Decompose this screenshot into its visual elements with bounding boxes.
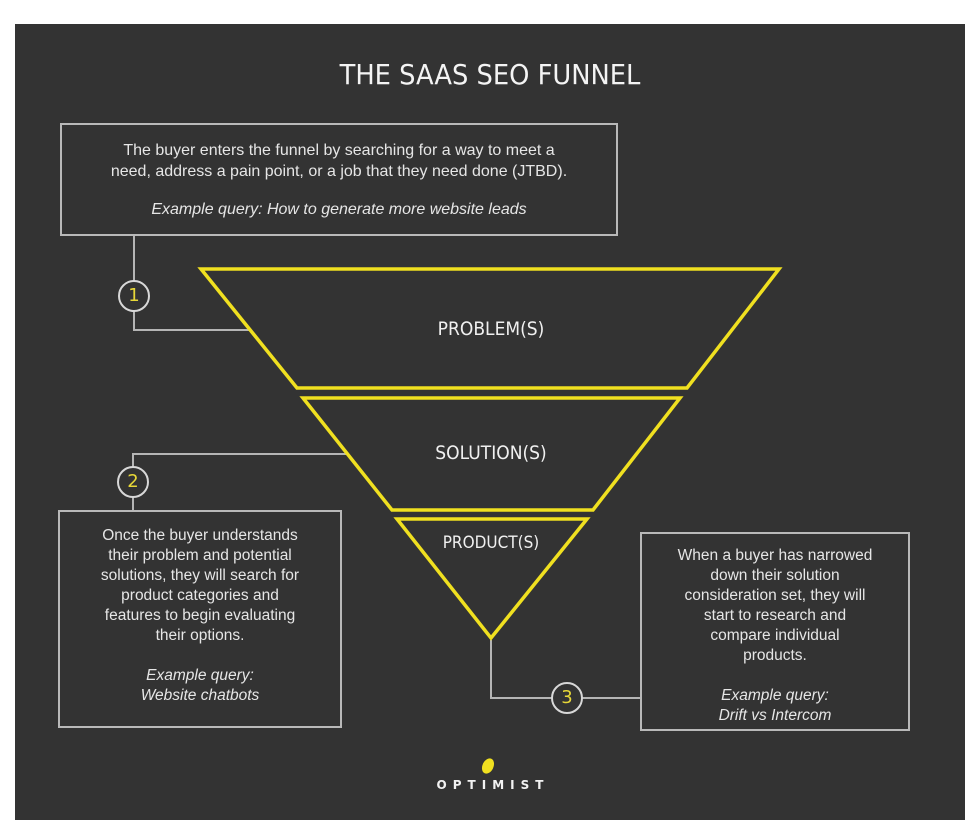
lemon-icon — [481, 758, 495, 774]
step-1-description-line: need, address a pain point, or a job tha… — [110, 163, 568, 180]
step-1-description-box: The buyer enters the funnel by searching… — [60, 123, 618, 236]
step-2-description-line: their options. — [155, 627, 245, 644]
step-1-circle — [118, 280, 150, 312]
step-1-description-line: The buyer enters the funnel by searching… — [123, 142, 555, 159]
step-1-number: 1 — [128, 285, 140, 306]
step-1-example-query: Example query: How to generate more webs… — [151, 201, 527, 218]
step-3-example-label: Example query: — [721, 687, 829, 704]
funnel-stage-problems — [197, 267, 783, 390]
step-3-example-query: Drift vs Intercom — [718, 707, 832, 724]
step-3-description-box: When a buyer has narrowed down their sol… — [640, 532, 910, 731]
step-3-number: 3 — [561, 687, 573, 708]
step-2-description-line: features to begin evaluating — [104, 607, 296, 624]
connector-2-top — [132, 453, 346, 467]
page-title: THE SAAS SEO FUNNEL — [339, 58, 641, 91]
connector-3-left — [490, 640, 552, 699]
step-3-description-line: down their solution — [710, 567, 840, 584]
step-2-number: 2 — [127, 471, 139, 492]
step-2-description-line: solutions, they will search for — [100, 567, 300, 584]
funnel-stage-products — [393, 517, 591, 641]
step-3-description-line: When a buyer has narrowed — [677, 547, 873, 564]
step-3-description-line: products. — [743, 647, 807, 664]
stage-label-problems: PROBLEM(S) — [437, 318, 545, 340]
step-2-example-query: Website chatbots — [140, 687, 260, 704]
step-2-example-label: Example query: — [146, 667, 254, 684]
connector-1-bottom — [133, 311, 250, 331]
step-2-description-line: product categories and — [121, 587, 279, 604]
connector-lines — [132, 236, 640, 699]
step-2-description-line: their problem and potential — [108, 547, 292, 564]
step-3-description-line: consideration set, they will — [684, 587, 866, 604]
stage-label-solutions: SOLUTION(S) — [435, 442, 547, 464]
step-3-circle — [551, 682, 583, 714]
brand-logo-text: OPTIMIST — [436, 778, 550, 792]
step-2-description-box: Once the buyer understands their problem… — [58, 510, 342, 728]
funnel-stage-solutions — [299, 396, 684, 512]
stage-label-products: PRODUCT(S) — [442, 533, 540, 553]
step-3-description-line: compare individual — [710, 627, 840, 644]
step-2-description-line: Once the buyer understands — [102, 527, 298, 544]
step-2-circle — [117, 466, 149, 498]
step-3-description-line: start to research and — [703, 607, 847, 624]
